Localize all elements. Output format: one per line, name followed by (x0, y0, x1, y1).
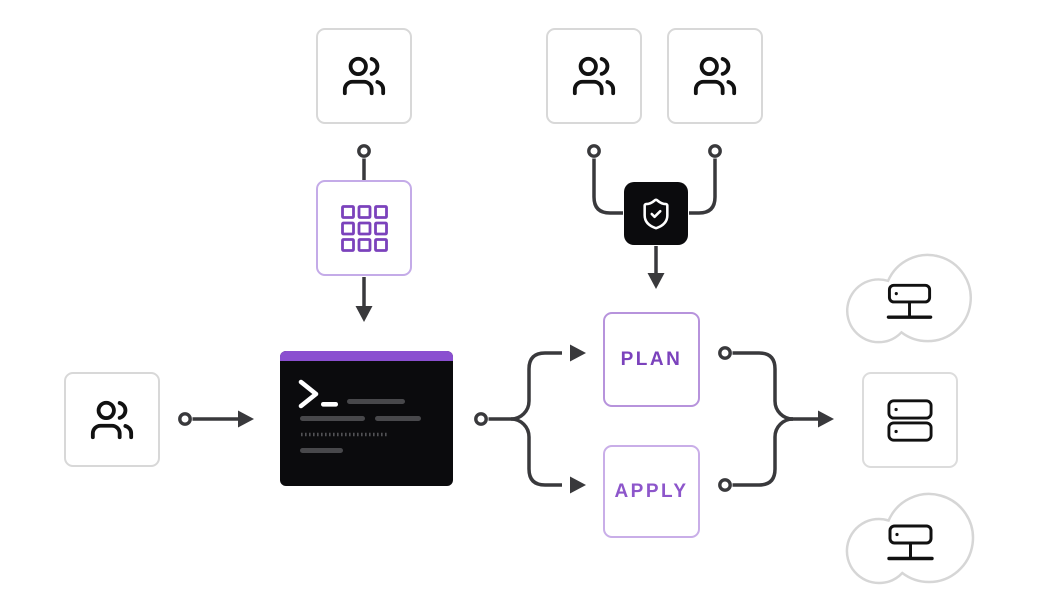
node-approver-1 (546, 28, 642, 124)
edge-policy-to-plan (647, 246, 665, 289)
cloud-provider-top (845, 253, 972, 344)
node-terminal (280, 351, 453, 486)
arrowhead-icon (238, 410, 254, 428)
edge-approver2-to-policy (689, 144, 722, 215)
apply-label: APPLY (614, 480, 689, 502)
arrowhead-icon (355, 306, 373, 322)
users-icon (342, 56, 386, 96)
node-module-contributor (316, 28, 412, 124)
arrowhead-icon (570, 344, 586, 362)
shield-check-icon (643, 197, 669, 229)
cloud-provider-bottom (845, 492, 975, 585)
users-icon (90, 400, 134, 439)
users-icon (572, 56, 616, 96)
node-operator (64, 372, 160, 467)
node-apply: APPLY (603, 445, 700, 538)
terminal-titlebar (280, 351, 453, 361)
connector-dot (718, 478, 732, 492)
arrowhead-icon (570, 476, 586, 494)
arrowhead-icon (818, 410, 834, 428)
module-grid-icon (340, 204, 388, 252)
connector-dot (178, 412, 192, 426)
edge-approver1-to-policy (587, 144, 623, 215)
connector-dot (587, 144, 601, 158)
connector-dot (474, 412, 488, 426)
edge-operator-to-terminal (178, 410, 254, 428)
edge-plan-apply-to-infrastructure (718, 346, 834, 492)
node-plan: PLAN (603, 312, 700, 407)
node-policy-gate (624, 182, 688, 245)
node-approver-2 (667, 28, 763, 124)
terminal-dim-text-lines (300, 399, 421, 453)
edge-module-to-terminal (355, 277, 373, 322)
cloud-host-icon (887, 524, 934, 561)
arrowhead-icon (647, 273, 665, 289)
server-stack-icon (887, 399, 933, 442)
terminal-prompt-icon (298, 379, 338, 409)
node-infrastructure (862, 372, 958, 468)
terminal-cursor (321, 402, 338, 407)
users-icon (693, 56, 737, 96)
cloud-icon (845, 492, 975, 585)
edge-terminal-to-plan-apply (474, 344, 586, 494)
plan-label: PLAN (620, 348, 683, 370)
cloud-icon (845, 253, 972, 344)
connector-dot (357, 144, 371, 158)
connector-dot (708, 144, 722, 158)
cloud-host-icon (886, 283, 933, 319)
node-module-registry (316, 180, 412, 276)
connector-dot (718, 346, 732, 360)
edge-contributor-to-module (357, 144, 371, 180)
terminal-screen (280, 351, 453, 453)
